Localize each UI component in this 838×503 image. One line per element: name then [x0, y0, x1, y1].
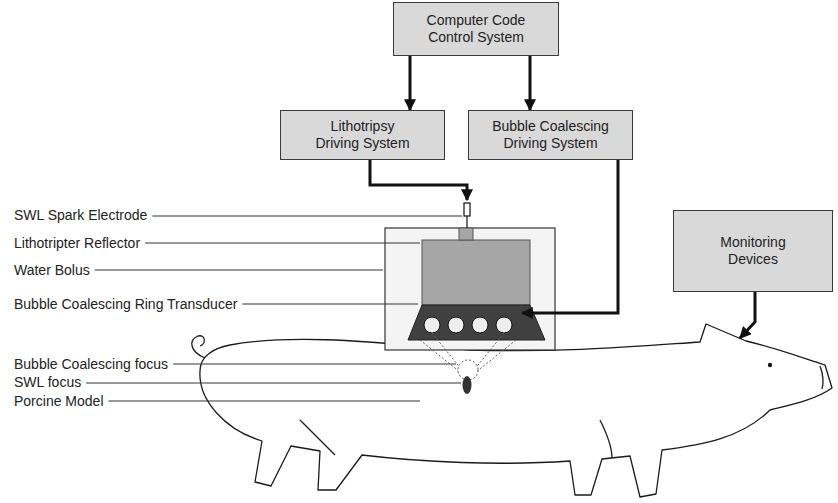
- lithotripter-reflector: [422, 240, 530, 305]
- spark-electrode-base: [459, 228, 473, 240]
- part-label: Lithotripter Reflector: [14, 235, 140, 252]
- process-box: Monitoring Devices: [673, 210, 833, 292]
- leader-line: [145, 243, 420, 244]
- process-box: Lithotripsy Driving System: [280, 110, 445, 160]
- leader-line: [242, 304, 418, 305]
- leader-line: [109, 401, 421, 402]
- part-label: Bubble Coalescing focus: [14, 356, 168, 373]
- box-label: Computer Code Control System: [415, 12, 537, 47]
- leader-line: [86, 383, 461, 384]
- part-label: SWL focus: [14, 374, 81, 391]
- connector-arrow: [529, 56, 532, 110]
- water-bolus: [385, 228, 555, 350]
- box-label: Lithotripsy Driving System: [311, 118, 415, 153]
- box-label: Bubble Coalescing Driving System: [488, 118, 614, 153]
- leader-line: [173, 364, 456, 365]
- leader-line: [152, 216, 462, 217]
- part-label: SWL Spark Electrode: [14, 207, 147, 224]
- part-label: Water Bolus: [14, 262, 90, 279]
- part-label: Bubble Coalescing Ring Transducer: [14, 296, 237, 313]
- part-label: Porcine Model: [14, 393, 104, 410]
- process-box: Computer Code Control System: [393, 2, 559, 56]
- spark-electrode-stem: [466, 216, 467, 228]
- process-box: Bubble Coalescing Driving System: [468, 110, 633, 160]
- swl-focus: [463, 376, 472, 394]
- box-label: Monitoring Devices: [711, 234, 795, 269]
- connector-arrow: [409, 56, 412, 110]
- leader-line: [95, 270, 383, 271]
- transducer-element: [424, 317, 512, 333]
- ring-transducer: [408, 305, 545, 340]
- spark-electrode: [464, 203, 470, 216]
